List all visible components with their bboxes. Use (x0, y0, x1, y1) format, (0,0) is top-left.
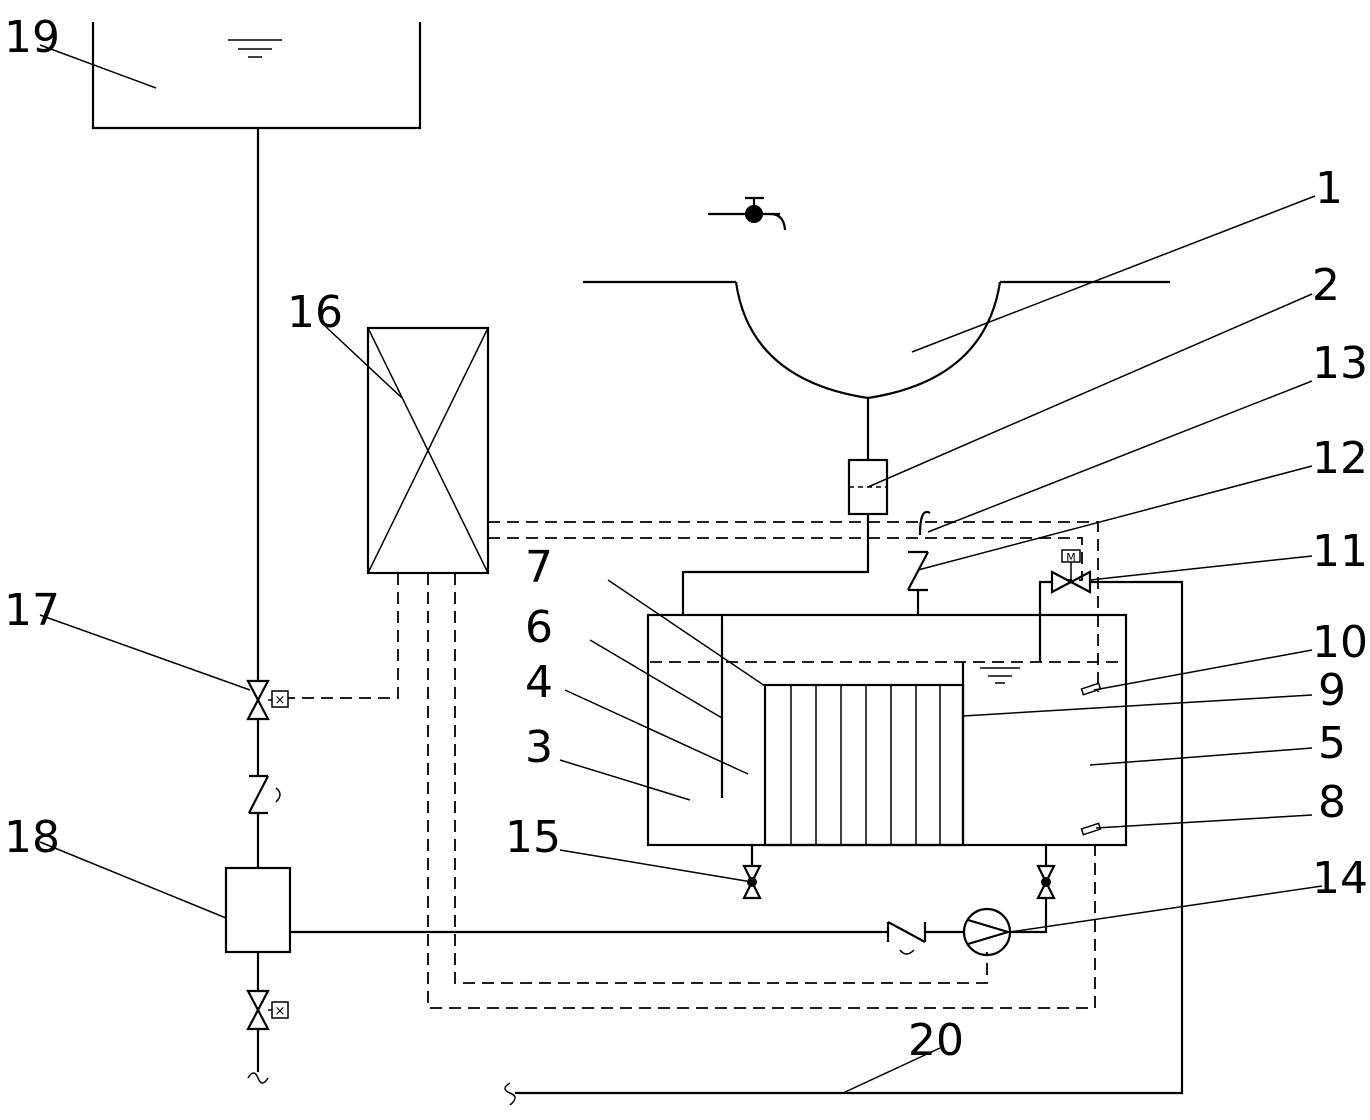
label-5: 5 (1318, 718, 1346, 769)
label-7: 7 (525, 542, 553, 593)
faucet-icon (708, 196, 787, 231)
label-16: 16 (287, 287, 343, 338)
vent-check-valve-12 (907, 510, 931, 615)
label-2: 2 (1312, 260, 1340, 311)
label-9: 9 (1318, 665, 1346, 716)
label-15: 15 (505, 812, 561, 863)
control-wiring (288, 521, 1099, 1009)
check-valve-left (248, 774, 281, 815)
outlet-valve (1010, 845, 1056, 934)
label-13: 13 (1312, 338, 1368, 389)
pipe-break-bottom (504, 1082, 516, 1106)
elevated-water-tank (91, 22, 422, 130)
label-20: 20 (908, 1015, 964, 1066)
label-18: 18 (4, 812, 60, 863)
label-11: 11 (1312, 526, 1368, 577)
label-10: 10 (1312, 617, 1368, 668)
water-level-symbol-tank (228, 39, 282, 58)
leader-lines (39, 44, 1323, 1094)
label-6: 6 (525, 602, 553, 653)
motor-mark: M (1066, 551, 1076, 564)
solenoid-valve-17: × (246, 679, 289, 721)
label-17: 17 (4, 585, 60, 636)
controller-16 (366, 326, 490, 575)
drain-valve-15 (742, 845, 762, 900)
label-3: 3 (525, 722, 553, 773)
solenoid-valve-lower: × (246, 989, 289, 1031)
treatment-tank (646, 613, 1128, 847)
label-14: 14 (1312, 853, 1368, 904)
level-sensor-10 (1080, 682, 1102, 696)
part-labels: 19 16 17 18 1 2 13 12 11 10 9 5 8 14 7 6… (4, 12, 1368, 1066)
label-4: 4 (525, 657, 553, 708)
solenoid-mark-17: × (275, 693, 286, 708)
wash-basin-1 (583, 280, 1170, 400)
check-valve-return (886, 921, 927, 955)
label-19: 19 (4, 12, 60, 63)
pipe-break-left (247, 1072, 269, 1084)
pump-14 (962, 907, 1012, 957)
mixing-buffer-18 (224, 866, 292, 954)
level-sensor-8 (1080, 822, 1102, 836)
solenoid-mark-lower: × (275, 1004, 286, 1019)
motorized-valve-11: M (515, 549, 1184, 1095)
label-1: 1 (1315, 163, 1343, 214)
label-8: 8 (1318, 777, 1346, 828)
label-12: 12 (1312, 433, 1368, 484)
